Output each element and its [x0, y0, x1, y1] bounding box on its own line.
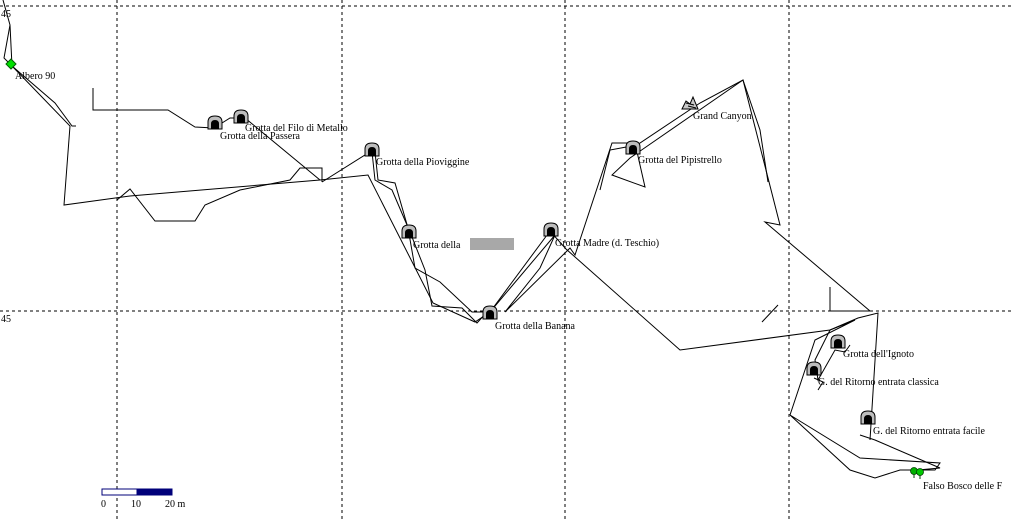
label-redacted: Grotta della	[413, 240, 461, 251]
cave-icon	[830, 334, 846, 349]
label-passera: Grotta della Passera	[220, 131, 301, 142]
label-madre: Grotta Madre (d. Teschio)	[555, 238, 659, 249]
cave-icon	[364, 142, 380, 157]
scale-segment-blue	[136, 488, 173, 496]
cave-icon	[401, 224, 417, 239]
cave-icon	[860, 410, 876, 425]
label-ritorno-facile: G. del Ritorno entrata facile	[873, 426, 985, 437]
label-pioviggine: Grotta della Pioviggine	[376, 157, 470, 168]
cave-icon	[543, 222, 559, 237]
marker-redacted[interactable]: Grotta della	[401, 224, 514, 251]
grid-label-middle: 45	[1, 314, 11, 325]
marker-banana[interactable]: Grotta della Banana	[482, 305, 576, 332]
marker-ignoto[interactable]: Grotta dell'Ignoto	[830, 334, 914, 360]
grid-label-top: 45	[1, 9, 11, 20]
label-falso-bosco: Falso Bosco delle F	[923, 481, 1003, 492]
redaction-box	[470, 238, 514, 250]
label-ritorno-classica: G. del Ritorno entrata classica	[818, 377, 939, 388]
marker-madre[interactable]: Grotta Madre (d. Teschio)	[543, 222, 659, 249]
marker-passera[interactable]: Grotta della Passera	[207, 115, 301, 142]
marker-grand-canyon[interactable]: Grand Canyon	[681, 95, 752, 122]
marker-albero-90[interactable]: Albero 90	[5, 58, 55, 82]
label-banana: Grotta della Banana	[495, 321, 576, 332]
label-filo-metallo: Grotta del Filo di Metallo	[245, 123, 348, 134]
label-ignoto: Grotta dell'Ignoto	[843, 349, 914, 360]
scale-tick-20: 20 m	[165, 499, 186, 510]
scale-bar: 0 10 20 m	[101, 488, 186, 510]
scale-segment-white	[101, 488, 138, 496]
cave-icon	[625, 140, 641, 155]
scale-tick-0: 0	[101, 499, 106, 510]
marker-filo-metallo[interactable]: Grotta del Filo di Metallo	[233, 109, 348, 134]
cave-icon	[806, 361, 822, 376]
cave-icon	[233, 109, 249, 124]
cave-icon	[207, 115, 223, 130]
marker-ritorno-classica[interactable]: G. del Ritorno entrata classica	[806, 361, 939, 388]
marker-pioviggine[interactable]: Grotta della Pioviggine	[364, 142, 470, 168]
tree-cluster-icon	[910, 467, 924, 479]
label-albero-90: Albero 90	[15, 71, 55, 82]
tree-point-icon	[5, 58, 17, 70]
canyon-icon	[681, 95, 699, 110]
marker-falso-bosco[interactable]: Falso Bosco delle F	[910, 467, 1003, 493]
label-pipistrello: Grotta del Pipistrello	[638, 155, 722, 166]
scale-tick-10: 10	[131, 499, 141, 510]
marker-ritorno-facile[interactable]: G. del Ritorno entrata facile	[860, 410, 985, 437]
label-grand-canyon: Grand Canyon	[693, 111, 752, 122]
marker-pipistrello[interactable]: Grotta del Pipistrello	[625, 140, 722, 166]
cave-icon	[482, 305, 498, 320]
